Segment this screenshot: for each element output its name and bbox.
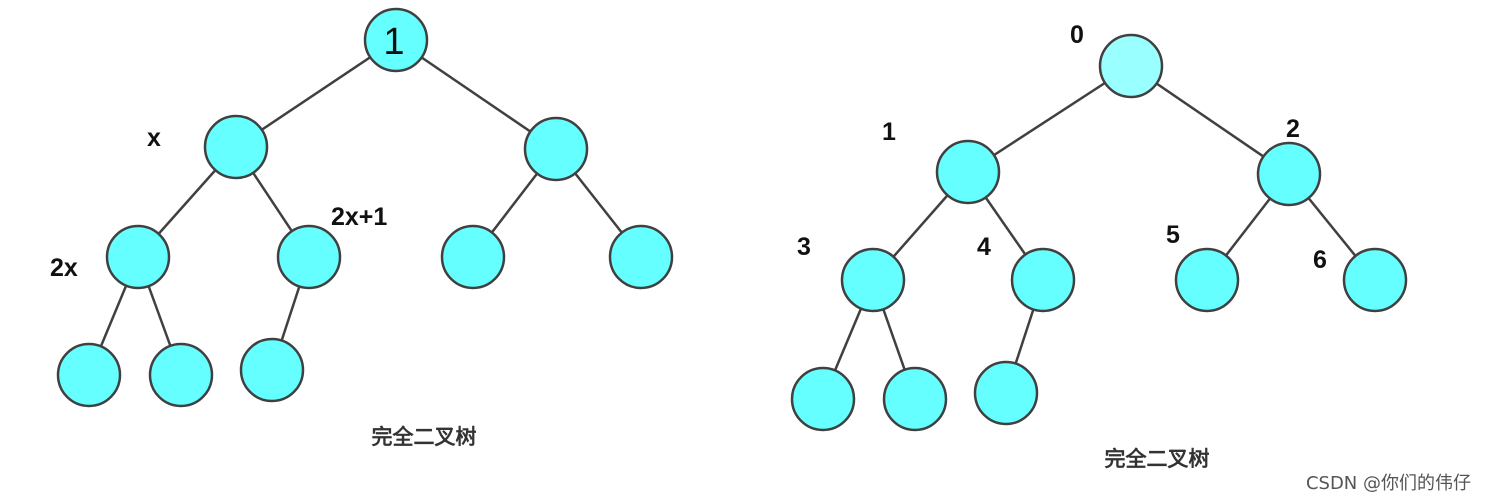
right-tree-nodes <box>790 33 1408 432</box>
left-tree: 1 x 2x 2x+1 完全二叉树 <box>50 7 674 449</box>
tree-node <box>790 366 856 432</box>
index-label-5: 5 <box>1166 221 1180 249</box>
edge <box>395 38 557 151</box>
left-tree-nodes <box>56 7 674 408</box>
node-label-2x-plus-1: 2x+1 <box>331 203 387 231</box>
tree-node <box>1010 247 1076 313</box>
tree-node <box>148 342 214 408</box>
index-label-3: 3 <box>797 233 811 261</box>
tree-node-root <box>1098 33 1164 99</box>
right-tree: 0 1 2 3 4 5 6 完全二叉树 <box>790 21 1408 471</box>
right-tree-caption: 完全二叉树 <box>1105 447 1210 471</box>
index-label-4: 4 <box>977 233 991 261</box>
tree-node <box>935 139 1001 205</box>
watermark: CSDN @你们的伟仔 <box>1305 473 1471 494</box>
index-label-2: 2 <box>1286 115 1300 143</box>
tree-node <box>1342 247 1408 313</box>
index-label-1: 1 <box>882 118 896 146</box>
tree-node <box>105 224 171 290</box>
edge <box>967 64 1132 174</box>
root-node-value: 1 <box>383 21 404 63</box>
index-label-6: 6 <box>1313 246 1327 274</box>
tree-node <box>840 247 906 313</box>
tree-node <box>973 360 1039 426</box>
left-tree-caption: 完全二叉树 <box>372 425 477 449</box>
tree-node-root <box>363 7 429 73</box>
tree-node <box>608 224 674 290</box>
node-label-x: x <box>147 124 161 152</box>
tree-node <box>882 366 948 432</box>
node-label-2x: 2x <box>50 254 78 282</box>
index-label-0: 0 <box>1070 21 1084 49</box>
tree-node <box>239 337 305 403</box>
tree-node <box>276 224 342 290</box>
tree-node <box>1256 141 1322 207</box>
tree-node <box>56 342 122 408</box>
tree-node <box>440 224 506 290</box>
tree-node <box>523 116 589 182</box>
tree-node <box>203 114 269 180</box>
tree-node <box>1174 247 1240 313</box>
